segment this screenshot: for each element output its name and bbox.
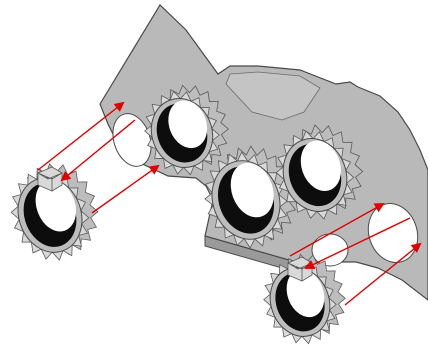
insertion-arrow (344, 242, 422, 306)
gear-bore-highlight (300, 140, 341, 191)
insertion-arrow (60, 119, 136, 182)
gear-bore-highlight (168, 100, 208, 149)
loose-gear (10, 163, 99, 261)
plate-inner-notch (225, 71, 321, 121)
gear-key-boss (37, 166, 63, 192)
gear-bore-highlight (286, 269, 325, 318)
insertion-arrows (37, 101, 422, 306)
empty-holes (112, 113, 419, 267)
gear-bore-highlight (230, 162, 274, 218)
insertion-arrow (37, 101, 125, 171)
mounted-gear (144, 84, 229, 176)
insertion-arrow (91, 164, 160, 214)
insertion-arrow (304, 217, 411, 270)
gear-bore-highlight (35, 179, 77, 232)
mounted-gear (275, 124, 364, 220)
insertion-arrow (289, 203, 385, 257)
gears (10, 84, 364, 345)
loose-gear (263, 253, 346, 345)
mounted-gear (204, 145, 297, 249)
